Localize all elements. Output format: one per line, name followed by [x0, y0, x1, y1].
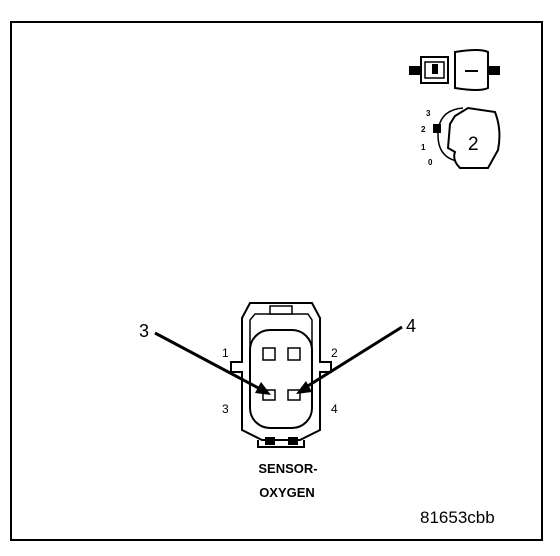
pin-number-label: 4: [331, 402, 338, 416]
pin-3-icon: [262, 389, 276, 401]
connector-number: 2: [468, 134, 479, 155]
legend-position-label: 0: [428, 158, 433, 167]
callout-number: 3: [139, 321, 149, 341]
lock-tab-icon: [269, 305, 293, 315]
pin-1-icon: [262, 347, 276, 361]
legend-position-label: 1: [421, 143, 426, 152]
diagram-border: [10, 21, 543, 541]
oxygen-sensor-connector: 1 2 3 4: [222, 302, 338, 448]
connector-position-legend: 3 2 1 0 2: [421, 106, 501, 169]
pin-4-icon: [287, 389, 301, 401]
callout-arrow-line: [302, 325, 403, 391]
pin-2-icon: [287, 347, 301, 361]
arrowhead-icon: [255, 382, 271, 395]
latch-clip-icon: [288, 437, 298, 445]
pin-number-label: 1: [222, 346, 229, 360]
connector-side-view-icon: [409, 49, 500, 91]
callout-arrows: 3 4: [139, 316, 416, 395]
latch-clip-icon: [265, 437, 275, 445]
position-marker-icon: [433, 124, 441, 133]
pin-number-label: 3: [222, 402, 229, 416]
connector-name-line1: SENSOR-: [258, 461, 317, 476]
figure-id: 81653cbb: [420, 508, 495, 527]
callout-number: 4: [406, 316, 416, 336]
connector-latch: [257, 440, 305, 448]
connector-key-icon: [446, 106, 501, 169]
pin-cavity: [249, 329, 313, 429]
pin-number-label: 2: [331, 346, 338, 360]
legend-position-label: 3: [426, 109, 431, 118]
arrowhead-icon: [296, 381, 312, 394]
locking-ring-icon: [437, 107, 464, 163]
connector-name-line2: OXYGEN: [259, 485, 315, 500]
callout-arrow-line: [154, 331, 265, 393]
legend-position-label: 2: [421, 125, 426, 134]
